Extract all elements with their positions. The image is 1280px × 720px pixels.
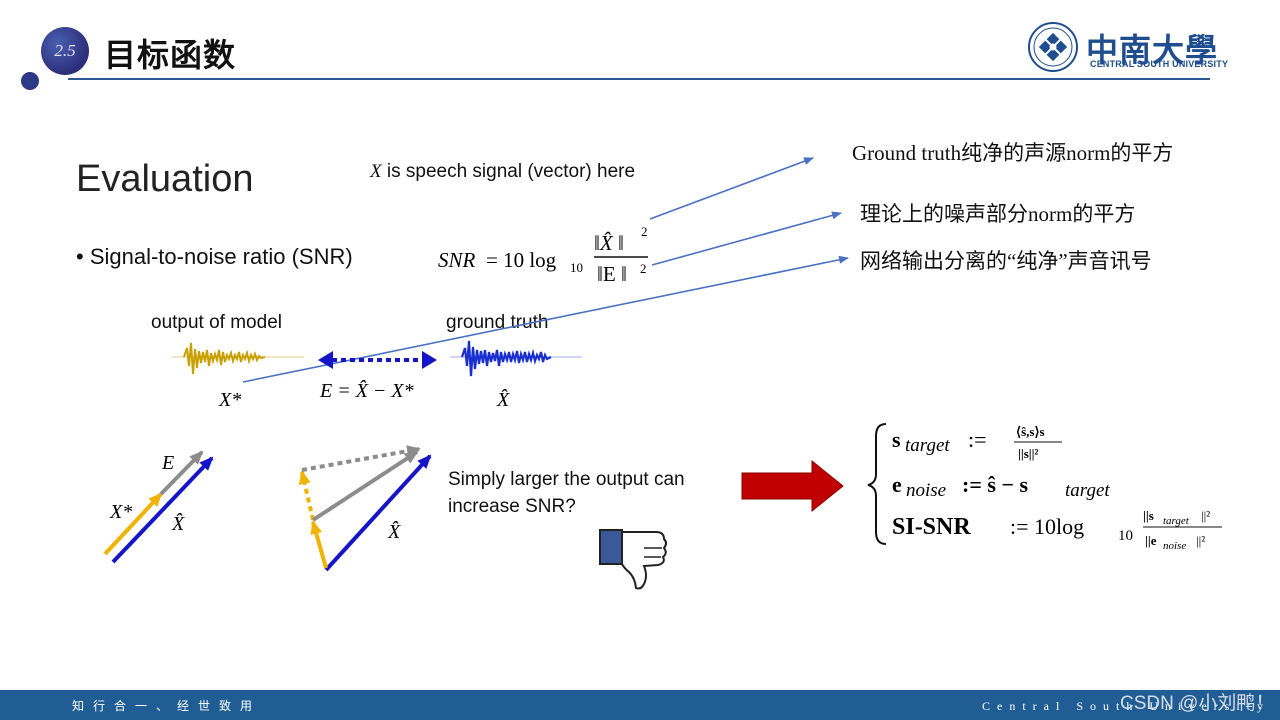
vector-x-star-extended [298, 470, 315, 521]
si-snr-formulas: s target := ⟨ŝ,s⟩s ||s||² e noise := ŝ −… [867, 423, 1222, 552]
si-snr-den-sub: noise [1163, 540, 1186, 552]
vector-error [159, 450, 204, 496]
e-noise-sub: noise [906, 480, 946, 501]
vector-x-hat [111, 456, 214, 564]
snr-eq: = 10 log [486, 248, 557, 272]
si-snr-num-end: ||² [1201, 508, 1210, 523]
section-number: 2.5 [54, 41, 76, 60]
snr-bullet: • Signal-to-noise ratio (SNR) [76, 244, 353, 269]
snr-numerator-exp: 2 [641, 224, 648, 239]
note-variable: X [370, 161, 382, 182]
footer-motto: 知行合一、经世致用 [72, 699, 262, 713]
vector-error-short [311, 450, 419, 522]
s-target-sub: target [905, 435, 950, 456]
si-snr-num: ||s [1143, 508, 1154, 523]
si-snr-log-base: 10 [1118, 528, 1133, 544]
section-number-badge: 2.5 [41, 27, 89, 75]
title-divider [68, 78, 1210, 80]
annotation-arrow-output [242, 255, 849, 383]
snr-formula: SNR = 10 log 10 ‖X̂ ‖ 2 ‖E ‖ 2 [438, 224, 648, 286]
vector-e-label: E [161, 452, 174, 474]
slide-title: 目标函数 [104, 36, 237, 74]
vector-error-extended [301, 445, 421, 472]
s-target-denominator: ||s||² [1018, 446, 1039, 461]
output-of-model-label: output of model [151, 312, 282, 333]
snr-numerator: ‖X̂ ‖ [594, 231, 624, 255]
si-snr-lhs: SI-SNR [892, 514, 971, 540]
vector-x-hat-label-2: X̂ [387, 520, 401, 543]
x-star-label: X* [218, 389, 241, 411]
si-snr-den: ||e [1145, 533, 1157, 548]
snr-log-base: 10 [570, 260, 583, 275]
x-hat-label: X̂ [496, 388, 510, 411]
annotation-arrow-denominator [651, 211, 842, 266]
footer-university: Central South University [982, 699, 1270, 713]
s-target-numerator: ⟨ŝ,s⟩s [1016, 424, 1045, 439]
note-text: is speech signal (vector) here [381, 161, 636, 182]
snr-denominator: ‖E ‖ [597, 262, 627, 286]
formula-brace [867, 423, 887, 545]
vector-x-hat-label: X̂ [171, 512, 185, 535]
university-logo-english: CENTRAL SOUTH UNIVERSITY [1090, 59, 1229, 69]
annotation-network-output: 网络输出分离的“纯净”声音讯号 [860, 249, 1152, 273]
error-formula: E = X̂ − X* [319, 379, 414, 402]
vector-diagram-right: X̂ [298, 445, 432, 572]
ground-truth-label: ground truth [446, 312, 549, 333]
annotation-arrow-numerator [649, 157, 814, 220]
university-seal-icon [1028, 22, 1078, 72]
vector-x-star [103, 492, 163, 556]
slide-diagram: SNR = 10 log 10 ‖X̂ ‖ 2 ‖E ‖ 2 X* E = X̂… [103, 157, 1222, 590]
s-target-lhs: s [892, 427, 901, 452]
big-right-arrow [741, 459, 844, 513]
section-heading: Evaluation [76, 158, 254, 200]
snr-denominator-exp: 2 [640, 261, 647, 276]
snr-lhs: SNR [438, 248, 476, 272]
e-noise-lhs: e [892, 472, 902, 497]
ground-truth-waveform [450, 340, 582, 377]
thumbs-down-icon [599, 529, 667, 590]
vector-x-star-label: X* [109, 501, 132, 523]
si-snr-num-sub: target [1163, 515, 1190, 527]
signal-note: X is speech signal (vector) here [370, 161, 635, 183]
university-logo-chinese: 中南大學 [1086, 31, 1219, 69]
e-noise-rhs: := ŝ − s [962, 472, 1028, 497]
output-waveform [172, 342, 304, 375]
annotation-noise: 理论上的噪声部分norm的平方 [860, 202, 1136, 226]
si-snr-den-end: ||² [1196, 533, 1205, 548]
s-target-assign: := [968, 427, 987, 452]
question-text: Simply larger the output can increase SN… [448, 469, 685, 517]
footer-bar [0, 690, 1280, 720]
e-noise-rhs-sub: target [1065, 480, 1110, 501]
si-snr-rhs: := 10log [1010, 514, 1084, 539]
csdn-watermark: CSDN @小刘鸭！ [1120, 693, 1275, 714]
vector-x-star-short [310, 520, 328, 569]
annotation-ground-truth: Ground truth纯净的声源norm的平方 [852, 141, 1174, 165]
vector-x-hat-scaled [324, 454, 432, 572]
vector-diagram-left: E X* X̂ [103, 450, 214, 564]
decorative-dot [21, 72, 39, 90]
error-double-arrow [318, 351, 437, 369]
